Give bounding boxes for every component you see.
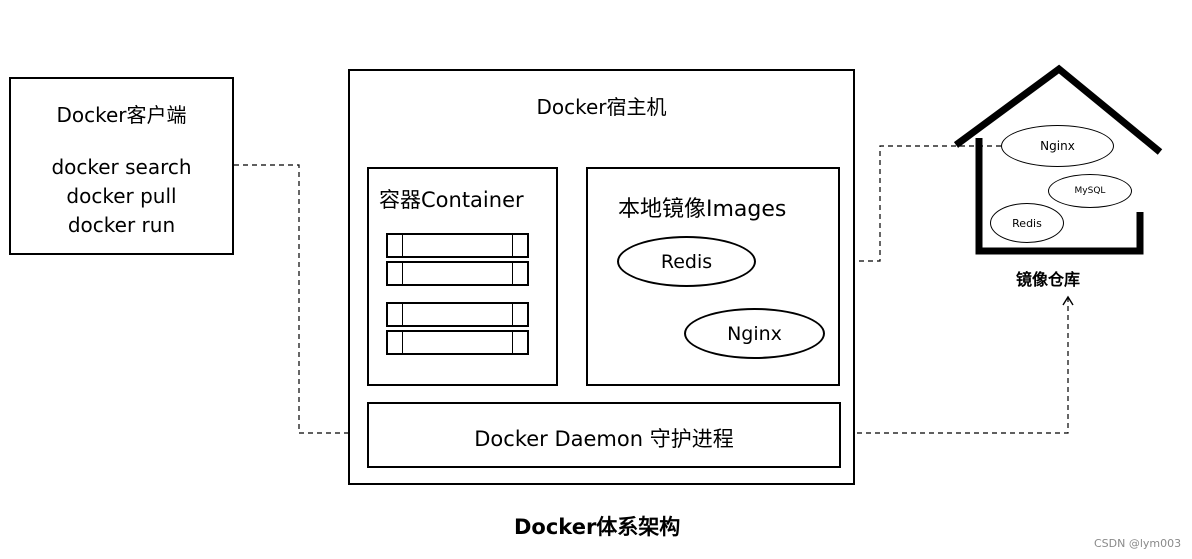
docker-client-box: Docker客户端 docker search docker pull dock… bbox=[9, 77, 234, 255]
daemon-title: Docker Daemon 守护进程 bbox=[474, 427, 734, 451]
image-nginx: Nginx bbox=[684, 308, 825, 359]
arrow-daemon-to-registry bbox=[839, 298, 1069, 434]
local-images-box: 本地镜像Images Redis Nginx bbox=[586, 167, 840, 386]
arrow-client-to-daemon bbox=[234, 164, 363, 434]
registry-image-mysql: MySQL bbox=[1048, 174, 1132, 208]
host-title: Docker宿主机 bbox=[536, 95, 667, 119]
container-bar bbox=[386, 302, 529, 327]
images-box-title: 本地镜像Images bbox=[618, 197, 787, 222]
watermark: CSDN @lym003 bbox=[1094, 537, 1182, 550]
registry-image-redis: Redis bbox=[990, 203, 1064, 243]
client-commands: docker search docker pull docker run bbox=[11, 153, 232, 240]
container-box: 容器Container bbox=[367, 167, 558, 386]
docker-host-box: Docker宿主机 容器Container 本地镜像Images Redis N… bbox=[348, 69, 855, 485]
diagram-caption: Docker体系架构 bbox=[514, 515, 681, 539]
command-search: docker search bbox=[51, 155, 192, 179]
container-bar bbox=[386, 233, 529, 258]
container-box-title: 容器Container bbox=[379, 188, 524, 212]
command-pull: docker pull bbox=[66, 184, 177, 208]
image-redis: Redis bbox=[617, 236, 756, 287]
command-run: docker run bbox=[67, 213, 176, 237]
arrowhead-registry bbox=[1062, 295, 1074, 306]
client-title: Docker客户端 bbox=[56, 103, 187, 127]
docker-daemon-box: Docker Daemon 守护进程 bbox=[367, 402, 841, 468]
registry-label: 镜像仓库 bbox=[1016, 270, 1081, 289]
registry-image-nginx: Nginx bbox=[1001, 125, 1114, 167]
registry-house-icon bbox=[953, 64, 1163, 255]
container-bar bbox=[386, 261, 529, 286]
container-bar bbox=[386, 330, 529, 355]
